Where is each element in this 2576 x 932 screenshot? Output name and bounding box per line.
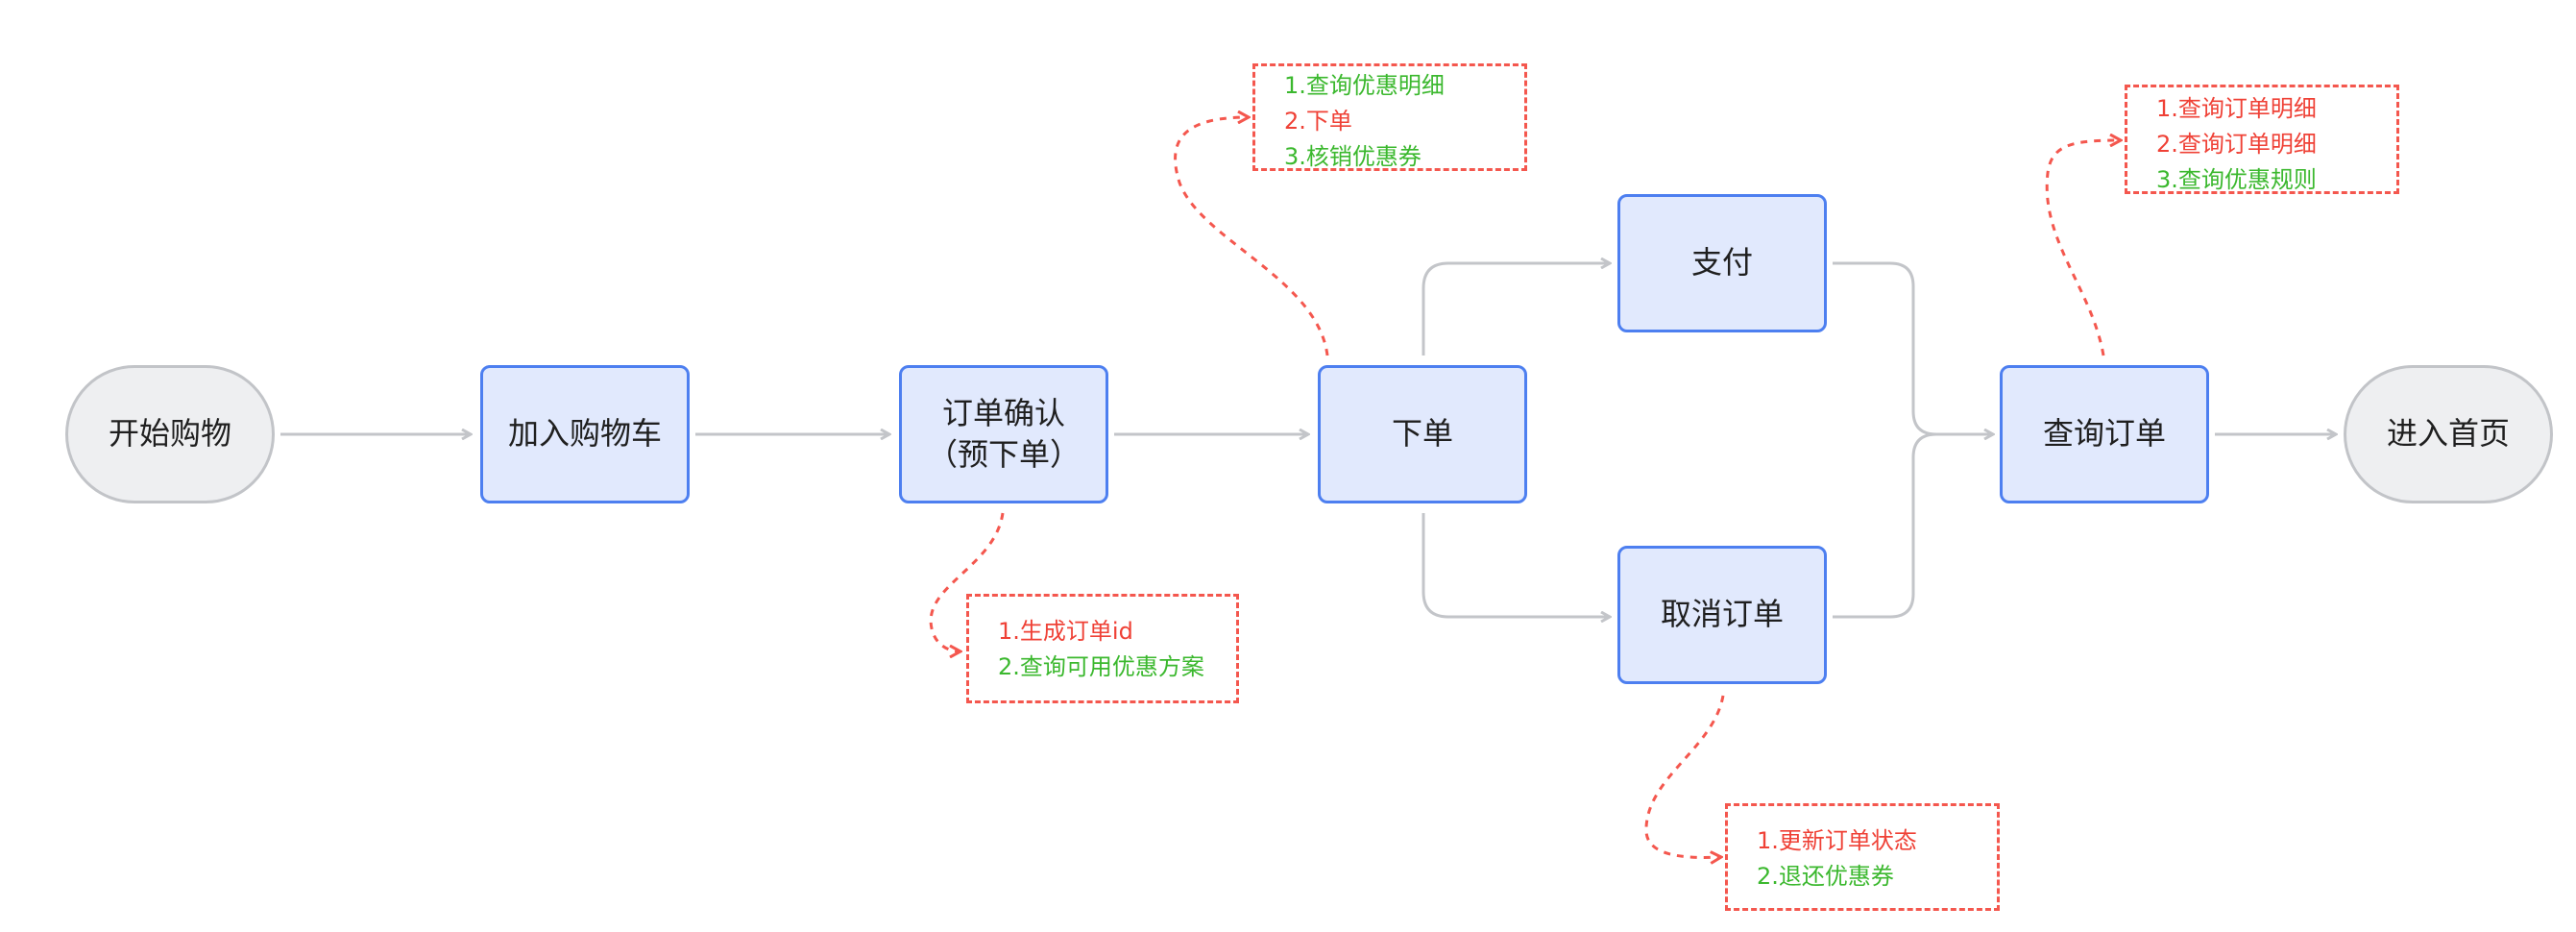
home-terminal: 进入首页 — [2344, 365, 2553, 503]
start-terminal: 开始购物 — [65, 365, 275, 503]
note-line: 1.查询优惠明细 — [1284, 72, 1445, 99]
edge-order-to-cancel — [1422, 513, 1610, 617]
order-confirm-label: 订单确认 — [941, 394, 1065, 431]
note-link-order — [1174, 117, 1329, 356]
order-confirm-step: 订单确认 （预下单） — [899, 365, 1108, 503]
place-order-step: 下单 — [1318, 365, 1527, 503]
note-line: 2.查询可用优惠方案 — [998, 653, 1204, 680]
note-cancel-order: 1.更新订单状态 2.退还优惠券 — [1725, 803, 2000, 911]
cancel-order-step: 取消订单 — [1617, 546, 1827, 684]
place-order-label: 下单 — [1391, 415, 1453, 453]
query-order-step: 查询订单 — [2000, 365, 2209, 503]
note-line: 1.更新订单状态 — [1757, 827, 1917, 854]
note-place-order: 1.查询优惠明细 2.下单 3.核销优惠券 — [1252, 63, 1527, 171]
edge-pay-to-query — [1833, 261, 1993, 434]
note-line: 2.查询订单明细 — [2156, 131, 2317, 158]
note-line: 2.退还优惠券 — [1757, 863, 1894, 890]
note-order-confirm: 1.生成订单id 2.查询可用优惠方案 — [966, 594, 1239, 703]
note-line: 3.查询优惠规则 — [2156, 166, 2317, 193]
note-line: 3.核销优惠券 — [1284, 143, 1422, 170]
edge-order-to-pay — [1422, 263, 1610, 356]
note-link-confirm — [929, 512, 1005, 651]
cancel-order-label: 取消订单 — [1660, 596, 1784, 633]
note-link-cancel — [1644, 695, 1725, 857]
query-order-label: 查询订单 — [2042, 415, 2166, 453]
pay-step: 支付 — [1617, 194, 1827, 332]
pay-label: 支付 — [1690, 244, 1753, 282]
note-line: 1.查询订单明细 — [2156, 95, 2317, 122]
note-link-query — [2045, 140, 2121, 356]
order-confirm-sublabel: （预下单） — [926, 436, 1081, 473]
start-label: 开始购物 — [108, 415, 231, 453]
home-label: 进入首页 — [2386, 415, 2510, 453]
add-to-cart-step: 加入购物车 — [480, 365, 690, 503]
note-line: 1.生成订单id — [998, 618, 1133, 645]
add-to-cart-label: 加入购物车 — [507, 415, 662, 453]
note-line: 2.下单 — [1284, 108, 1352, 135]
note-query-order: 1.查询订单明细 2.查询订单明细 3.查询优惠规则 — [2125, 85, 2399, 194]
edge-cancel-to-query — [1833, 432, 1937, 619]
